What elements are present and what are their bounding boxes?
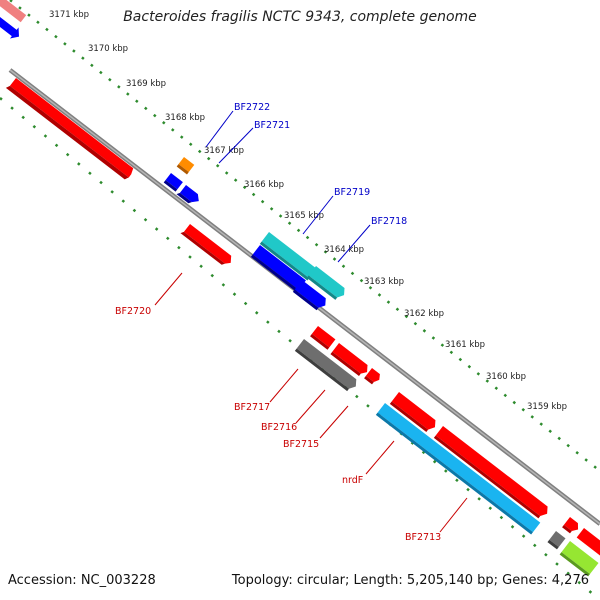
gene-features [0, 0, 600, 577]
gene-blue-mid-2 [292, 280, 326, 311]
gene-blue-mid-1 [250, 244, 306, 293]
scale-label-3164: 3164 kbp [324, 245, 364, 255]
scale-label-3166: 3166 kbp [244, 180, 284, 190]
gene-red-bf2715 [364, 368, 380, 385]
scale-label-3165: 3165 kbp [284, 211, 324, 221]
gene-label-bf2716: BF2716 [261, 422, 297, 433]
gene-label-bf2721: BF2721 [254, 120, 290, 131]
scale-label-3171: 3171 kbp [49, 10, 89, 20]
gene-blue-small-1 [163, 173, 183, 192]
gene-label-bf2718: BF2718 [371, 216, 407, 227]
accession-text: Accession: NC_003228 [8, 573, 156, 588]
scale-label-3167: 3167 kbp [204, 146, 244, 156]
gene-blue-small-2 [176, 185, 199, 204]
gene-red-long-2 [433, 426, 548, 519]
gene-cyan-bf2719 [259, 232, 317, 281]
gene-red-bf2717 [310, 326, 336, 350]
gene-label-bf2713: BF2713 [405, 532, 441, 543]
gene-labels: BF2722 BF2721 BF2719 BF2718 BF2720 BF271… [115, 102, 441, 543]
scale-label-3168: 3168 kbp [165, 113, 205, 123]
gene-label-bf2720: BF2720 [115, 306, 151, 317]
gene-label-bf2715: BF2715 [283, 439, 319, 450]
gene-red-bf2716 [330, 343, 368, 377]
map-title: Bacteroides fragilis NCTC 9343, complete… [123, 9, 477, 25]
label-leaders [154, 110, 468, 533]
scale-label-3162: 3162 kbp [404, 309, 444, 319]
gene-red-nrdf-1 [389, 392, 436, 432]
scale-label-3159: 3159 kbp [527, 402, 567, 412]
gene-red-long-1 [5, 78, 134, 180]
gene-gray-br [547, 531, 566, 550]
gene-cyan-bf2718 [306, 266, 345, 300]
gene-label-bf2717: BF2717 [234, 402, 270, 413]
gene-gray-bf2717 [294, 339, 357, 392]
scale-label-3161: 3161 kbp [445, 340, 485, 350]
gene-orange [176, 157, 195, 175]
gene-label-nrdf: nrdF [342, 475, 363, 486]
scale-labels: 3171 kbp 3170 kbp 3169 kbp 3168 kbp 3167… [49, 10, 567, 412]
scale-label-3160: 3160 kbp [486, 372, 526, 382]
scale-label-3169: 3169 kbp [126, 79, 166, 89]
tick-track-upper [9, 0, 600, 472]
gene-skyblue-bf2713 [375, 403, 541, 535]
gene-pink-partial [0, 0, 27, 23]
gene-lime-br [559, 541, 599, 577]
gene-label-bf2719: BF2719 [334, 187, 370, 198]
scale-label-3170: 3170 kbp [88, 44, 128, 54]
gene-blue-partial [0, 15, 20, 39]
scale-label-3163: 3163 kbp [364, 277, 404, 287]
topology-text: Topology: circular; Length: 5,205,140 bp… [231, 573, 589, 588]
gene-label-bf2722: BF2722 [234, 102, 270, 113]
gene-red-br-1 [562, 517, 579, 534]
gene-red-bf2720 [180, 224, 232, 265]
